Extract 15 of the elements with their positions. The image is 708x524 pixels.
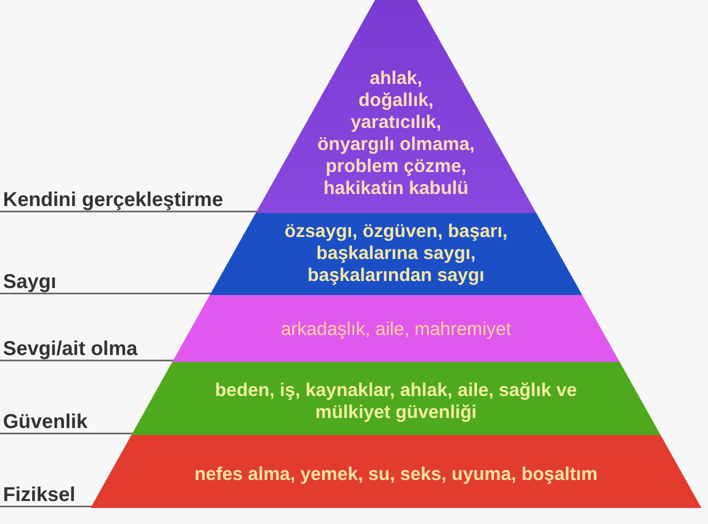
leader-line bbox=[0, 432, 133, 434]
tier-text: özsaygı, özgüven, başarı, başkalarına saygı, başkalarından saygı bbox=[284, 220, 508, 285]
tier-text: ahlak, doğallık, yaratıcılık, önyargılı olmama, problem çözme, hakikatin kabulü bbox=[317, 67, 475, 198]
level-label: Sevgi/ait olma bbox=[0, 337, 138, 361]
level-label: Güvenlik bbox=[0, 410, 88, 434]
tier-text: beden, iş, kaynaklar, ahlak, aile, sağlık ve mülkiyet güvenliği bbox=[214, 379, 577, 422]
level-label: Saygı bbox=[0, 270, 56, 294]
leader-line bbox=[0, 210, 258, 212]
leader-line bbox=[0, 292, 212, 294]
leader-line bbox=[0, 360, 174, 362]
tier-text: arkadaşlık, aile, mahremiyet bbox=[280, 318, 512, 339]
level-label: Fiziksel bbox=[0, 483, 76, 507]
level-label: Kendini gerçekleştirme bbox=[0, 188, 224, 212]
leader-line bbox=[0, 506, 92, 508]
tier-text: nefes alma, yemek, su, seks, uyuma, boşaltım bbox=[194, 463, 598, 484]
